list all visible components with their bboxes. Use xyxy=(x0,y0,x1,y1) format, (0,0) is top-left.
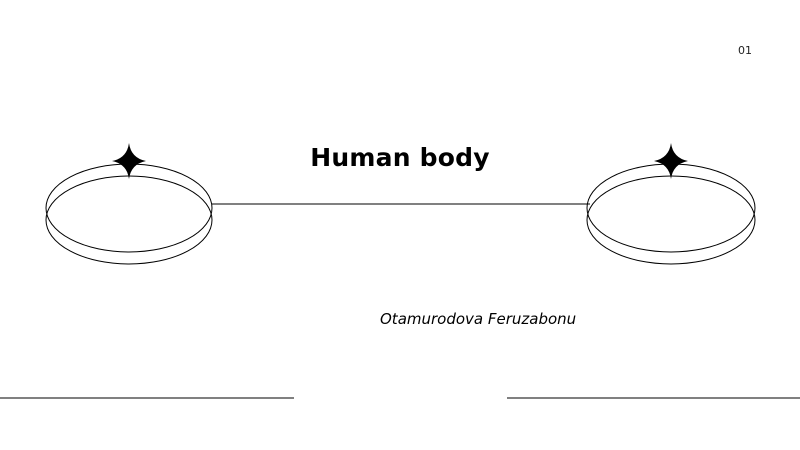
page-number: 01 xyxy=(738,44,752,57)
sparkle-star-icon xyxy=(112,143,146,179)
slide-title: Human body xyxy=(310,143,490,172)
sparkle-star-icon xyxy=(654,143,688,179)
author-name: Otamurodova Feruzabonu xyxy=(380,310,577,328)
